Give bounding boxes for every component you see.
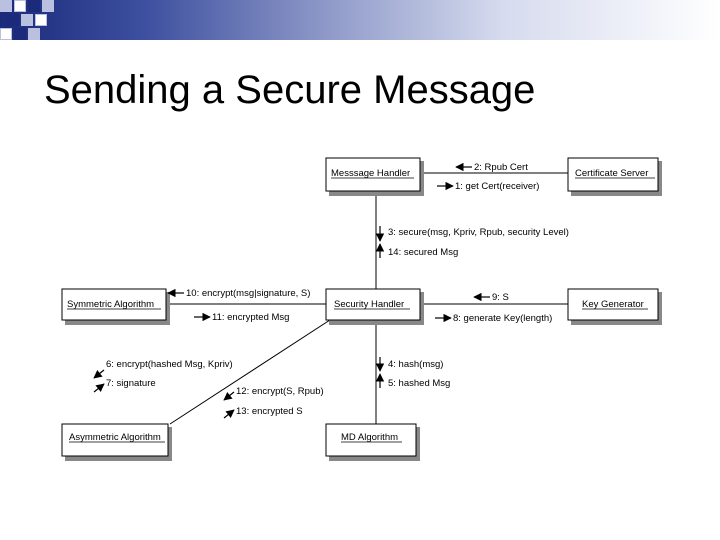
class-label: Symmetric Algorithm xyxy=(67,299,154,310)
class-certificate-server: Certificate Server xyxy=(567,157,662,196)
class-label: MD Algorithm xyxy=(341,432,398,443)
class-label: Messsage Handler xyxy=(331,168,410,179)
decorative-square xyxy=(21,14,33,26)
class-label: Key Generator xyxy=(582,299,644,310)
message-arrow-diagonal xyxy=(93,369,105,379)
decorative-square xyxy=(14,28,26,40)
message-label: 12: encrypt(S, Rpub) xyxy=(236,386,324,397)
class-md-algorithm: MD Algorithm xyxy=(325,423,420,461)
class-label: Security Handler xyxy=(334,299,404,310)
class-box xyxy=(61,423,169,457)
message-label: 3: secure(msg, Kpriv, Rpub, security Lev… xyxy=(388,227,569,238)
slide-title: Sending a Secure Message xyxy=(44,68,536,112)
message-label: 2: Rpub Cert xyxy=(474,162,528,173)
class-asymmetric-algorithm: Asymmetric Algorithm xyxy=(61,423,172,461)
link-security-asymmetric xyxy=(169,317,334,425)
message-label: 4: hash(msg) xyxy=(388,359,443,370)
message-label: 10: encrypt(msg|signature, S) xyxy=(186,288,310,299)
message-arrow-diagonal xyxy=(223,409,235,419)
class-label: Certificate Server xyxy=(575,168,648,179)
message-label: 6: encrypt(hashed Msg, Kpriv) xyxy=(106,359,233,370)
class-label: Asymmetric Algorithm xyxy=(69,432,161,443)
class-box xyxy=(325,423,417,457)
decorative-square xyxy=(42,0,54,12)
decorative-square xyxy=(14,0,26,12)
decorative-square xyxy=(35,14,47,26)
class-key-generator: Key Generator xyxy=(567,288,662,325)
message-arrow-diagonal xyxy=(223,391,235,401)
message-label: 14: secured Msg xyxy=(388,247,458,258)
class-symmetric-algorithm: Symmetric Algorithm xyxy=(61,288,170,325)
message-label: 8: generate Key(length) xyxy=(453,313,552,324)
message-label: 5: hashed Msg xyxy=(388,378,450,389)
decorative-square xyxy=(28,28,40,40)
class-box xyxy=(61,288,167,321)
message-label: 9: S xyxy=(492,292,509,303)
class-box xyxy=(567,157,659,192)
decorative-square xyxy=(0,28,12,40)
message-label: 11: encrypted Msg xyxy=(212,312,289,323)
decorative-squares xyxy=(0,0,60,45)
message-label: 1: get Cert(receiver) xyxy=(455,181,539,192)
class-security-handler: Security Handler xyxy=(325,288,424,325)
message-label: 13: encrypted S xyxy=(236,406,303,417)
decorative-square xyxy=(0,0,12,12)
class-message-handler: Messsage Handler xyxy=(325,157,424,196)
class-box xyxy=(325,288,421,321)
decorative-square xyxy=(7,14,19,26)
class-box xyxy=(325,157,421,192)
decorative-square xyxy=(28,0,40,12)
class-box xyxy=(567,288,659,321)
message-label: 7: signature xyxy=(106,378,156,389)
message-arrow-diagonal xyxy=(93,383,105,393)
header-gradient-band xyxy=(0,0,720,40)
